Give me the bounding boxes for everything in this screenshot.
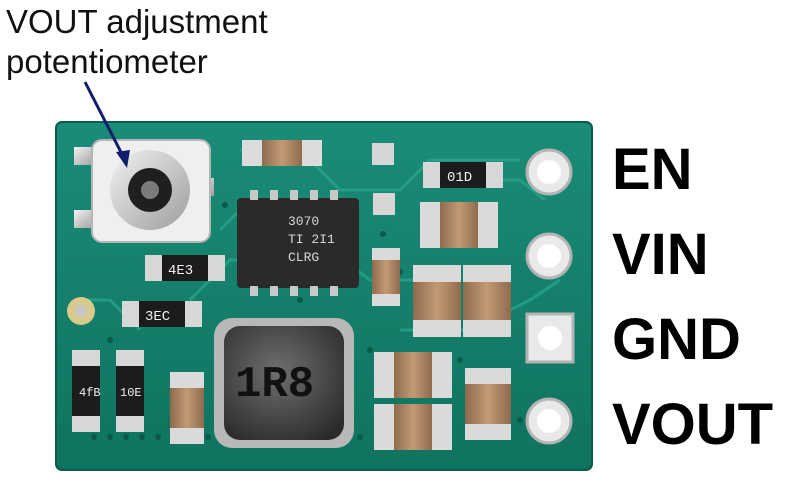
- ic-marking-line1: 3070: [288, 214, 319, 229]
- resistor-4e3: 4E3: [145, 255, 225, 281]
- svg-text:4E3: 4E3: [168, 263, 193, 279]
- mounting-hole: [67, 297, 95, 325]
- svg-text:10E: 10E: [120, 386, 142, 400]
- potentiometer: [74, 139, 214, 243]
- ic-chip: 3070 TI 2I1 CLRG: [237, 190, 359, 296]
- resistor-vertical-mid: 10E: [116, 350, 144, 432]
- callout-arrow: [83, 81, 130, 168]
- capacitor-top: [242, 140, 322, 166]
- pin-label-gnd: GND: [612, 307, 741, 372]
- inductor-marking: 1R8: [235, 360, 314, 410]
- svg-text:3EC: 3EC: [145, 309, 170, 325]
- svg-text:4fB: 4fB: [79, 386, 101, 400]
- inductor: 1R8: [214, 318, 354, 448]
- resistor-3ec: 3EC: [122, 301, 202, 327]
- callout-line-1: VOUT adjustment: [6, 3, 268, 40]
- vias: [91, 202, 523, 440]
- small-component: [373, 193, 395, 215]
- ic-marking-line2: TI 2I1: [288, 232, 335, 247]
- resistor-01d: 01D: [423, 162, 503, 188]
- ic-marking-line3: CLRG: [288, 250, 319, 265]
- pin-label-vin: VIN: [612, 222, 709, 287]
- capacitor-cluster: [170, 202, 511, 450]
- pin-label-vout: VOUT: [612, 392, 774, 457]
- pin-label-en: EN: [612, 137, 693, 202]
- callout-line-2: potentiometer: [6, 43, 208, 80]
- pot-callout-label: VOUT adjustment potentiometer: [6, 2, 268, 82]
- small-component: [372, 143, 394, 165]
- svg-text:01D: 01D: [447, 170, 472, 186]
- pin-pads: [525, 148, 575, 445]
- resistor-vertical-left: 4fB: [72, 350, 101, 432]
